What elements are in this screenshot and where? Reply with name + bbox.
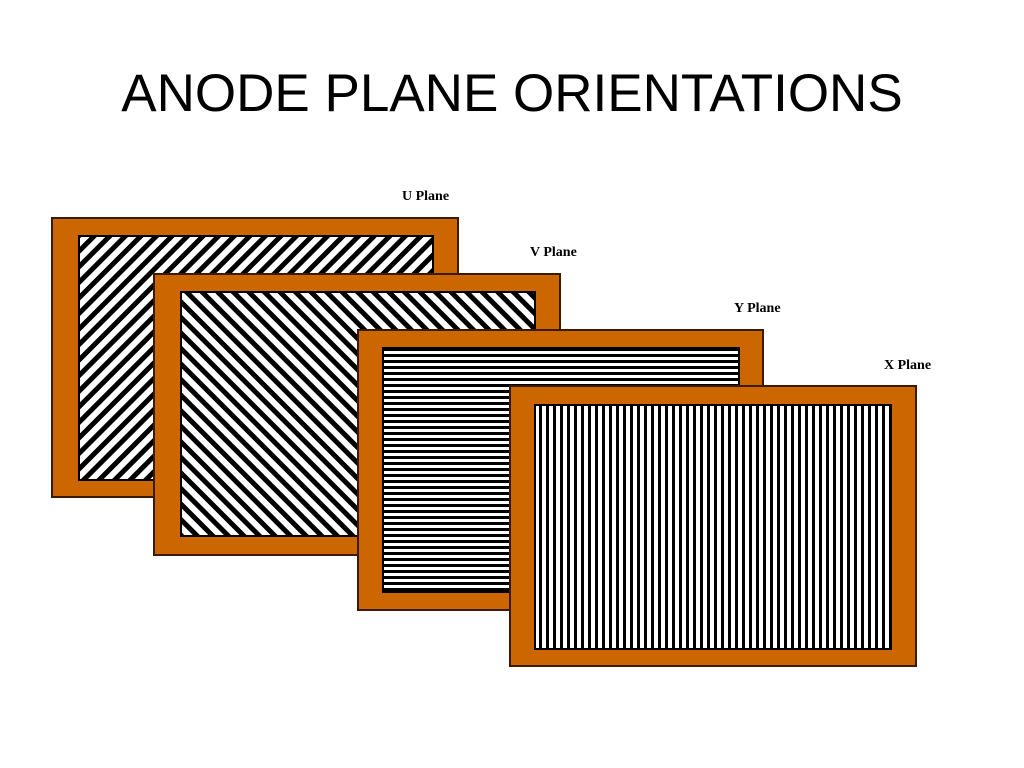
x-plane-label: X Plane — [884, 358, 932, 373]
u-plane-label: U Plane — [402, 189, 450, 204]
x-plane-wires — [534, 404, 892, 650]
v-plane-label: V Plane — [530, 245, 577, 260]
y-plane-label: Y Plane — [734, 301, 781, 316]
x-plane — [509, 385, 917, 667]
slide-title: ANODE PLANE ORIENTATIONS — [121, 64, 903, 123]
